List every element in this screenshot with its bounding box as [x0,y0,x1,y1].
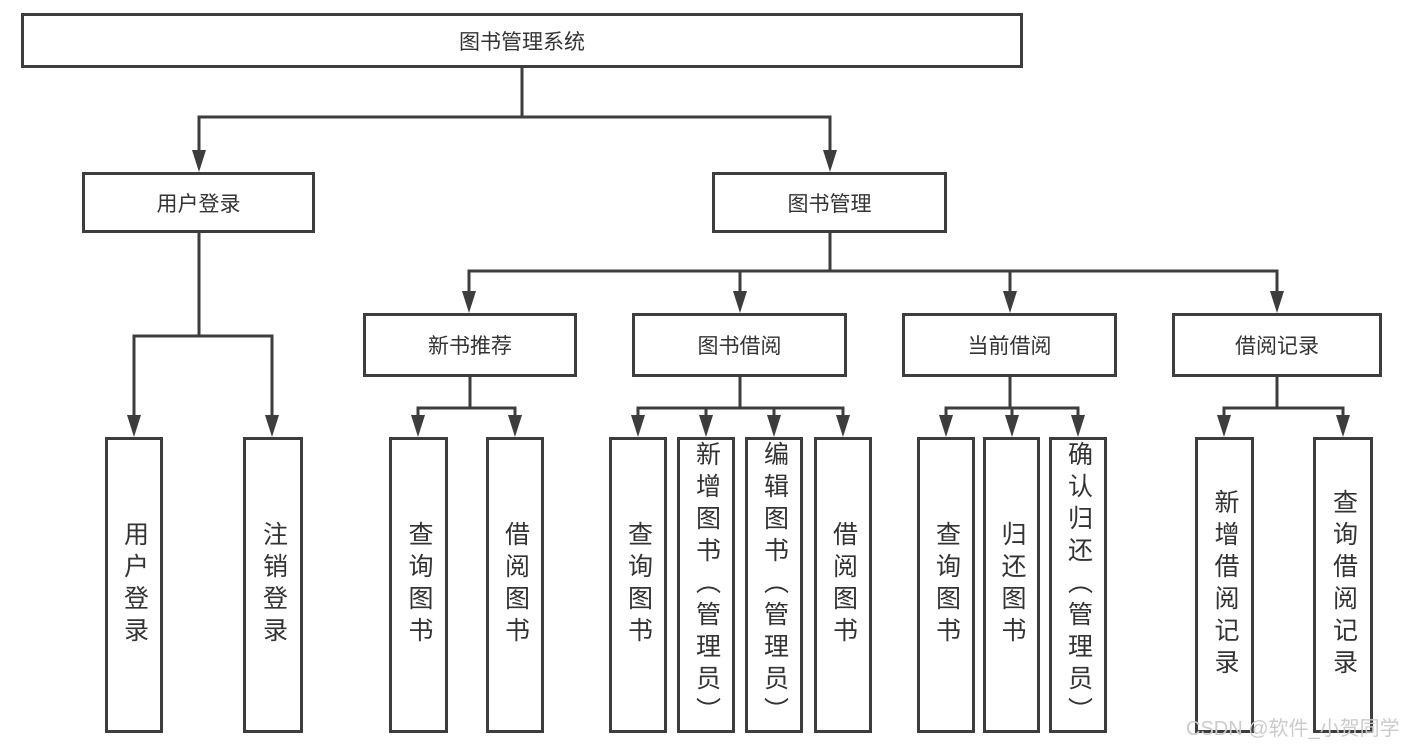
node-query-books-current: 查询图书 [917,437,975,733]
node-query-books-borrowing: 查询图书 [609,437,667,733]
node-confirm-return-admin: 确认归还（管理员） [1049,437,1107,733]
node-user-login: 用户登录 [82,172,315,233]
node-label: 用户登录 [120,521,149,649]
node-return-books: 归还图书 [983,437,1040,733]
node-add-book-admin: 新增图书（管理员） [677,437,735,733]
node-library-management-system: 图书管理系统 [21,13,1023,68]
node-label: 确认归还（管理员） [1064,441,1093,729]
node-label: 用户登录 [156,192,241,216]
node-label: 查询图书 [624,521,653,649]
node-label: 借阅图书 [829,521,858,649]
node-label: 编辑图书（管理员） [760,441,789,729]
node-borrowing-records: 借阅记录 [1172,313,1382,377]
node-label: 查询图书 [932,521,961,649]
node-label: 新书推荐 [428,335,512,358]
node-current-borrowing: 当前借阅 [902,313,1117,377]
node-borrow-books-recommend: 借阅图书 [486,437,544,733]
node-book-management: 图书管理 [712,172,947,233]
node-book-borrowing: 图书借阅 [632,313,847,377]
node-label: 图书管理系统 [459,30,585,54]
node-label: 查询借阅记录 [1329,489,1358,681]
node-label: 新增借阅记录 [1211,489,1239,681]
node-label: 归还图书 [998,521,1026,649]
node-label: 注销登录 [259,521,288,649]
node-borrow-books-borrowing: 借阅图书 [814,437,872,733]
node-add-borrow-record: 新增借阅记录 [1195,437,1254,733]
node-label: 新增图书（管理员） [692,441,721,729]
node-label: 图书借阅 [697,335,782,358]
node-logout: 注销登录 [243,437,303,733]
node-query-books-recommend: 查询图书 [389,437,448,733]
node-label: 借阅图书 [501,521,530,649]
node-user-login-leaf: 用户登录 [105,437,163,733]
watermark-text: CSDN @软件_小贺同学 [1186,718,1400,740]
node-new-book-recommendation: 新书推荐 [363,313,577,377]
node-label: 查询图书 [405,521,433,649]
node-edit-book-admin: 编辑图书（管理员） [745,437,803,733]
node-label: 借阅记录 [1235,335,1319,358]
arrowhead-icons [127,150,1350,437]
node-label: 图书管理 [787,192,872,216]
node-label: 当前借阅 [967,335,1052,358]
node-query-borrow-record: 查询借阅记录 [1313,437,1373,733]
